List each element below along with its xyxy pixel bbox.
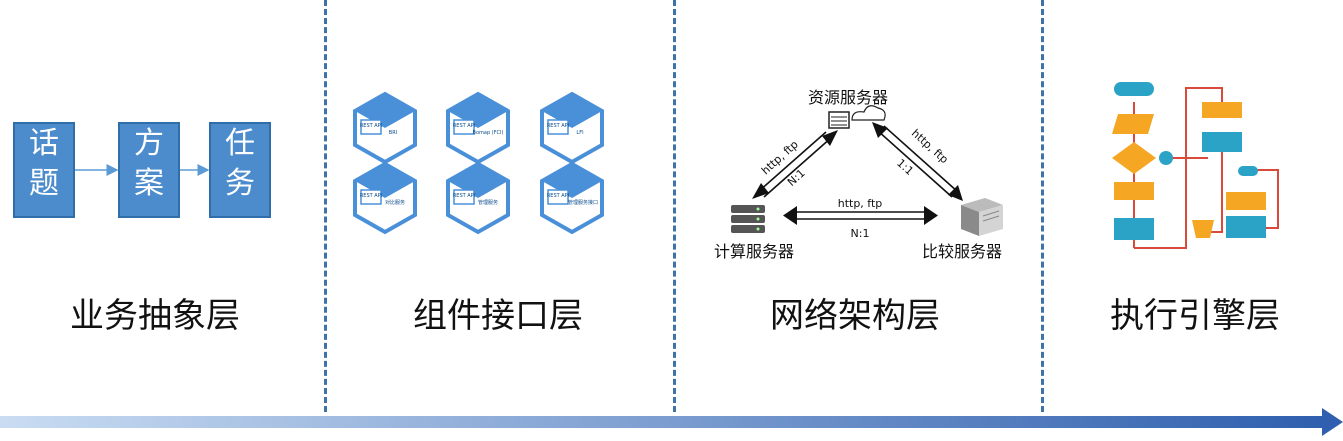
flow-io-parallelogram xyxy=(1112,114,1154,134)
topic-line2: 题 xyxy=(29,166,59,201)
flow-connector-circle xyxy=(1159,151,1173,165)
component-6: REST API 管理服务接口 xyxy=(540,161,604,235)
component-5-api: REST API xyxy=(453,193,475,199)
link-bottom-protocol: http, ftp xyxy=(838,197,883,210)
flow-process-4 xyxy=(1202,132,1242,152)
component-1-api: REST API xyxy=(360,123,382,129)
compute-server-icon xyxy=(731,205,765,233)
component-3-name: LFI xyxy=(576,130,583,136)
component-1: REST API BRI xyxy=(353,91,417,165)
component-2-api: REST API xyxy=(453,123,475,129)
compare-server-label: 比较服务器 xyxy=(922,242,1003,261)
plan-line1: 方 xyxy=(134,126,164,161)
plan-line2: 案 xyxy=(134,166,164,201)
flow-process-2 xyxy=(1114,218,1154,240)
divider-2 xyxy=(673,0,676,412)
divider-1 xyxy=(324,0,327,412)
timeline-bar xyxy=(0,416,1322,428)
task-line2: 务 xyxy=(225,166,255,201)
layer-label-business: 业务抽象层 xyxy=(70,296,240,336)
compute-server-label: 计算服务器 xyxy=(714,242,795,261)
flow-process-1 xyxy=(1114,182,1154,200)
timeline-arrowhead xyxy=(1322,408,1343,436)
component-6-api: REST API xyxy=(547,193,569,199)
layer-label-engine: 执行引擎层 xyxy=(1110,296,1280,336)
component-2: REST API Bomap (FCI) xyxy=(446,91,510,165)
topic-line1: 话 xyxy=(29,126,59,161)
component-4: REST API 对比服务 xyxy=(353,161,417,235)
flow-manual-op xyxy=(1192,220,1214,238)
flow-terminal-2 xyxy=(1238,166,1258,176)
flow-process-5 xyxy=(1226,192,1266,210)
link-bottom xyxy=(783,206,938,225)
resource-server-icon xyxy=(828,105,886,129)
component-4-name: 对比服务 xyxy=(385,199,405,206)
plan-box: 方 案 xyxy=(118,122,180,218)
component-3: REST API LFI xyxy=(540,91,604,165)
component-5-name: 管理服务 xyxy=(478,199,498,206)
flow-decision-diamond xyxy=(1112,142,1156,174)
resource-server-label: 资源服务器 xyxy=(808,88,889,107)
flow-process-6 xyxy=(1226,216,1266,238)
component-2-name: Bomap (FCI) xyxy=(473,130,504,136)
flow-process-3 xyxy=(1202,102,1242,118)
link-left xyxy=(752,130,838,199)
topic-box: 话 题 xyxy=(13,122,75,218)
flow-start-terminal xyxy=(1114,82,1154,96)
divider-3 xyxy=(1041,0,1044,412)
component-4-api: REST API xyxy=(360,193,382,199)
layer-label-network: 网络架构层 xyxy=(770,296,940,336)
link-bottom-ratio: N:1 xyxy=(851,227,870,240)
component-3-api: REST API xyxy=(547,123,569,129)
component-6-name: 管理服务接口 xyxy=(568,199,598,206)
component-5: REST API 管理服务 xyxy=(446,161,510,235)
task-box: 任 务 xyxy=(209,122,271,218)
link-right xyxy=(872,122,963,201)
compare-server-icon xyxy=(961,198,1003,236)
component-1-name: BRI xyxy=(389,130,397,136)
task-line1: 任 xyxy=(225,126,255,161)
layer-label-component: 组件接口层 xyxy=(413,296,583,336)
